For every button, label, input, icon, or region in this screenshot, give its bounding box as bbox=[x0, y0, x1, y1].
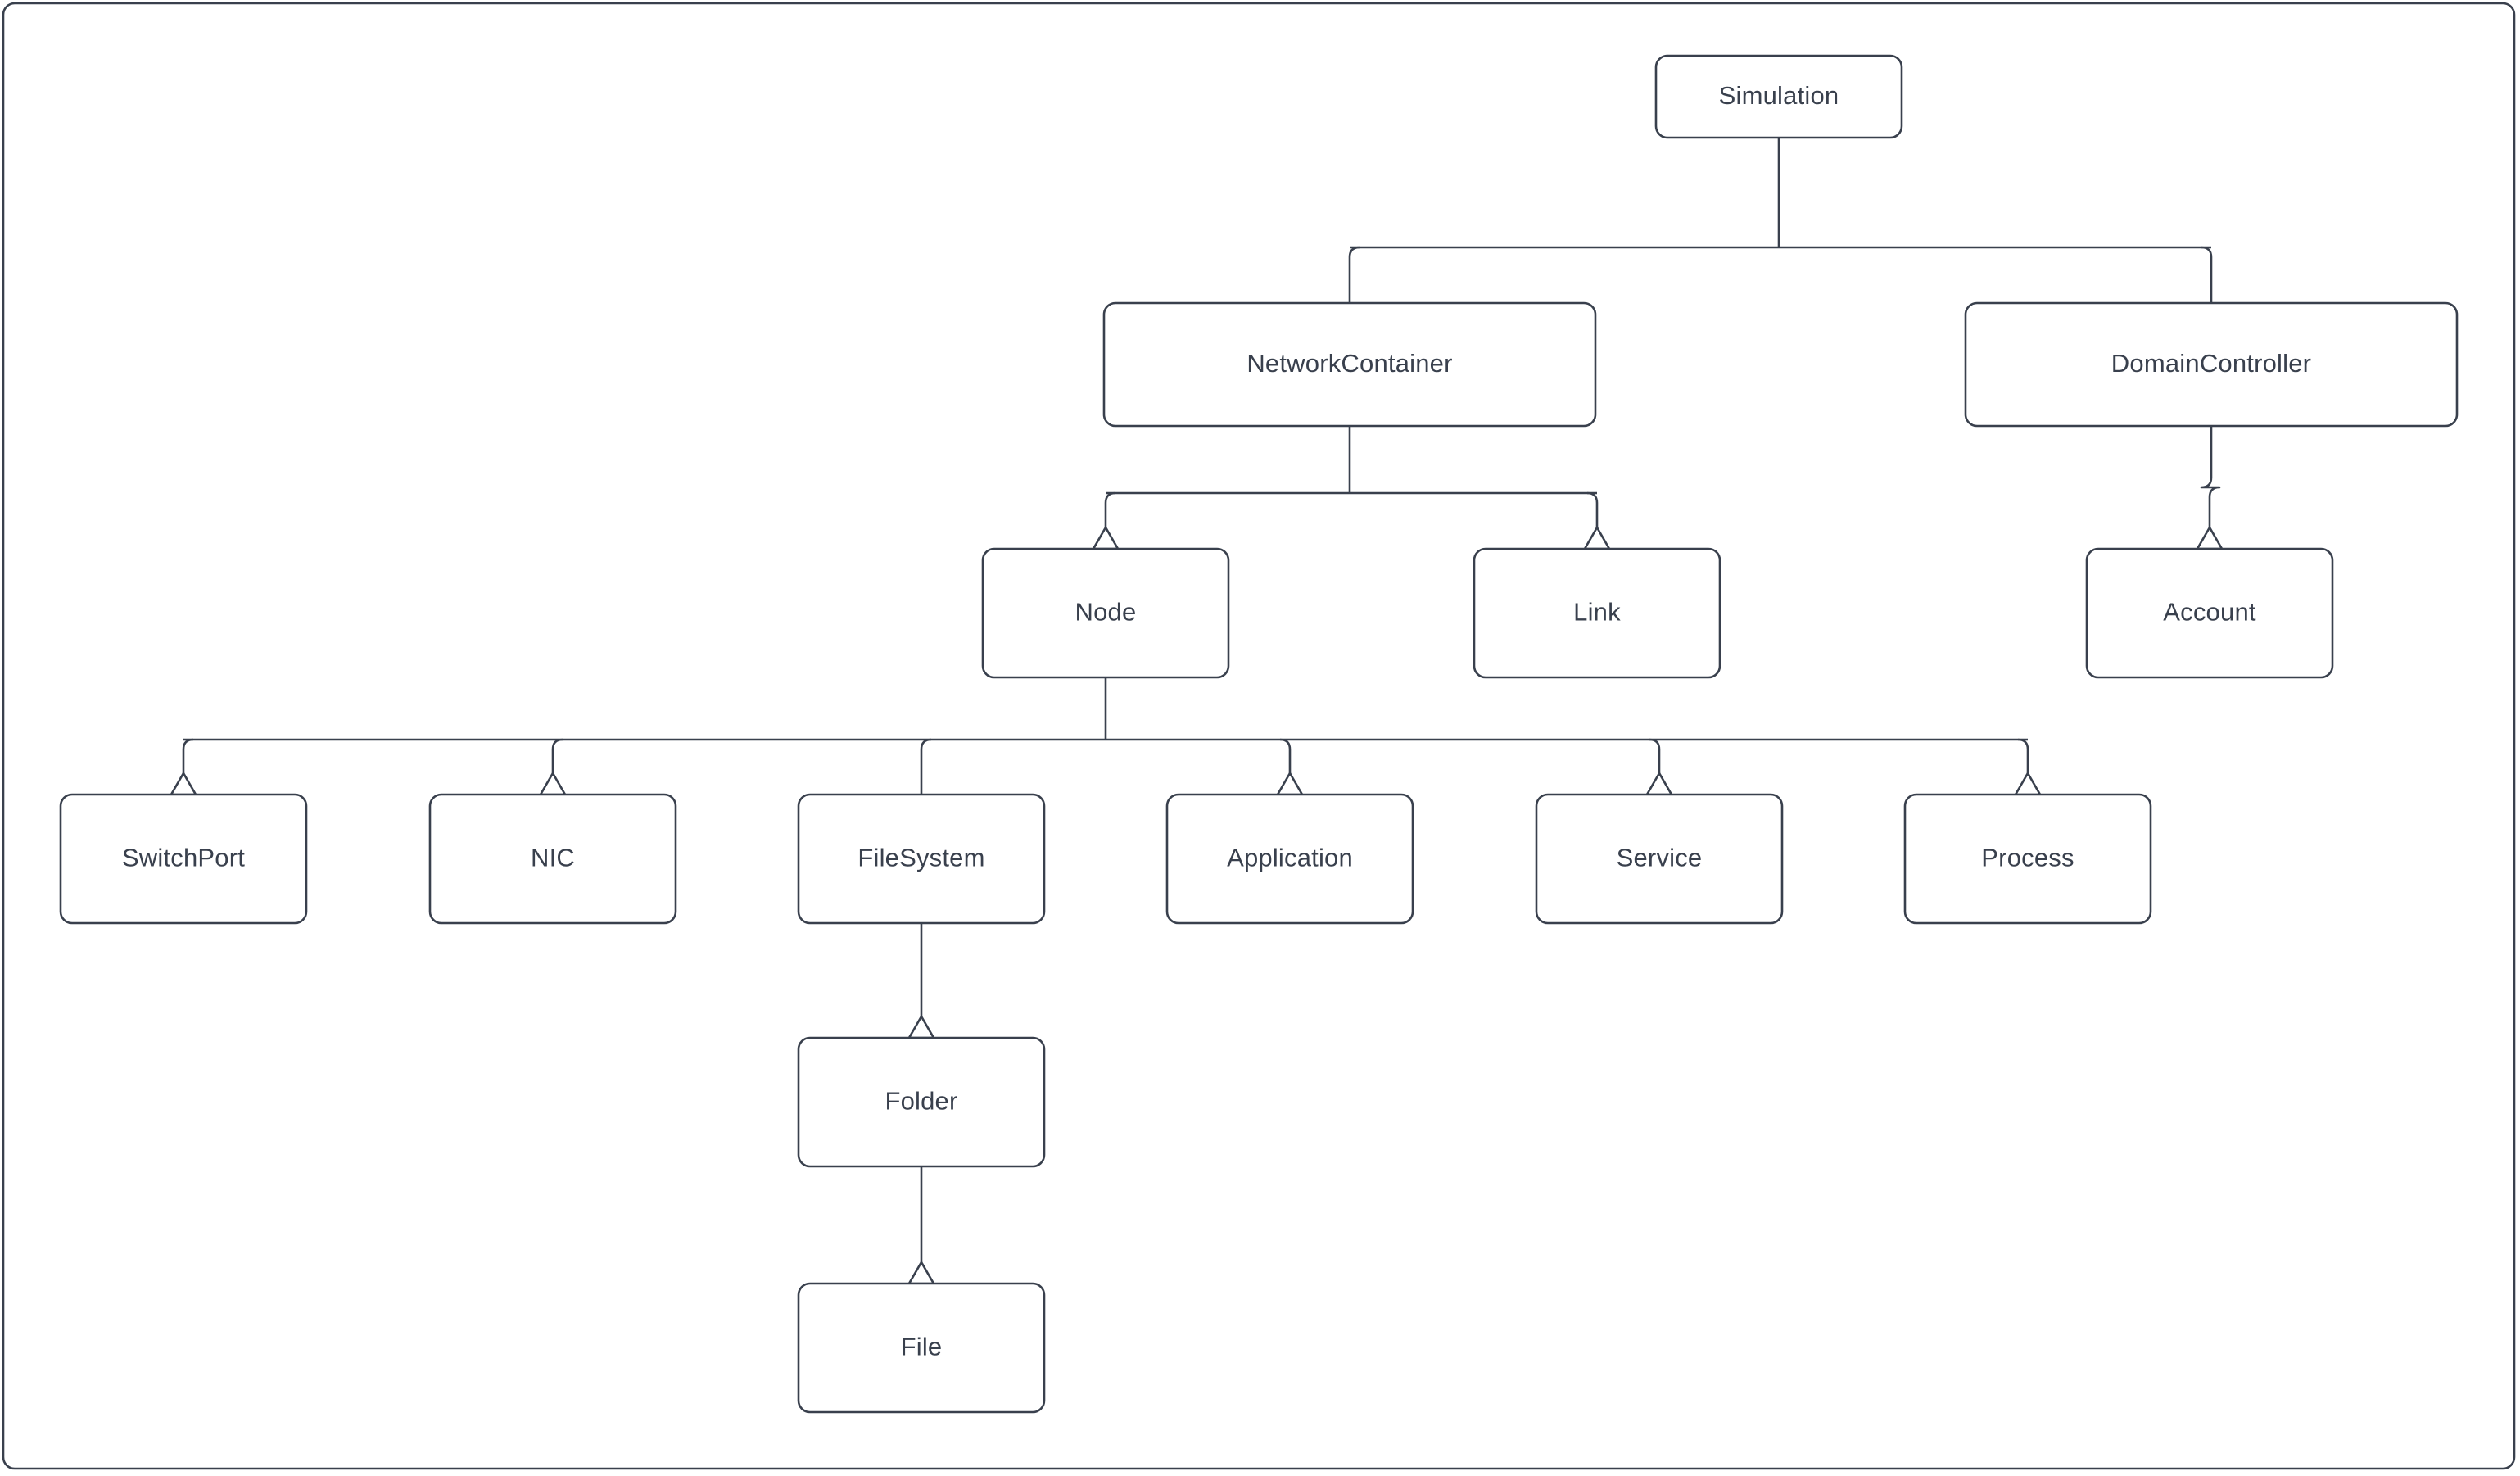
class-box-nic[interactable]: NIC bbox=[430, 795, 676, 923]
class-label-file: File bbox=[901, 1333, 943, 1361]
class-label-switchport: SwitchPort bbox=[122, 844, 245, 872]
class-label-nic: NIC bbox=[531, 844, 575, 872]
class-box-link[interactable]: Link bbox=[1474, 549, 1720, 677]
class-box-folder[interactable]: Folder bbox=[799, 1038, 1044, 1166]
class-box-networkcontainer[interactable]: NetworkContainer bbox=[1104, 303, 1595, 426]
class-label-folder: Folder bbox=[884, 1087, 957, 1116]
class-box-service[interactable]: Service bbox=[1536, 795, 1782, 923]
class-box-file[interactable]: File bbox=[799, 1284, 1044, 1412]
class-label-service: Service bbox=[1617, 844, 1703, 872]
class-box-node[interactable]: Node bbox=[983, 549, 1228, 677]
class-label-process: Process bbox=[1981, 844, 2074, 872]
class-box-process[interactable]: Process bbox=[1905, 795, 2151, 923]
class-box-filesystem[interactable]: FileSystem bbox=[799, 795, 1044, 923]
class-box-switchport[interactable]: SwitchPort bbox=[61, 795, 306, 923]
class-box-application[interactable]: Application bbox=[1167, 795, 1413, 923]
class-box-account[interactable]: Account bbox=[2087, 549, 2332, 677]
class-label-node: Node bbox=[1075, 598, 1137, 627]
class-box-simulation[interactable]: Simulation bbox=[1656, 56, 1902, 138]
class-label-domaincontroller: DomainController bbox=[2111, 349, 2311, 378]
class-label-simulation: Simulation bbox=[1719, 81, 1839, 110]
class-box-domaincontroller[interactable]: DomainController bbox=[1966, 303, 2457, 426]
class-label-filesystem: FileSystem bbox=[857, 844, 984, 872]
class-label-link: Link bbox=[1573, 598, 1621, 627]
class-label-application: Application bbox=[1227, 844, 1353, 872]
class-label-networkcontainer: NetworkContainer bbox=[1246, 349, 1452, 378]
class-label-account: Account bbox=[2163, 598, 2256, 627]
canvas-frame bbox=[3, 3, 2514, 1469]
